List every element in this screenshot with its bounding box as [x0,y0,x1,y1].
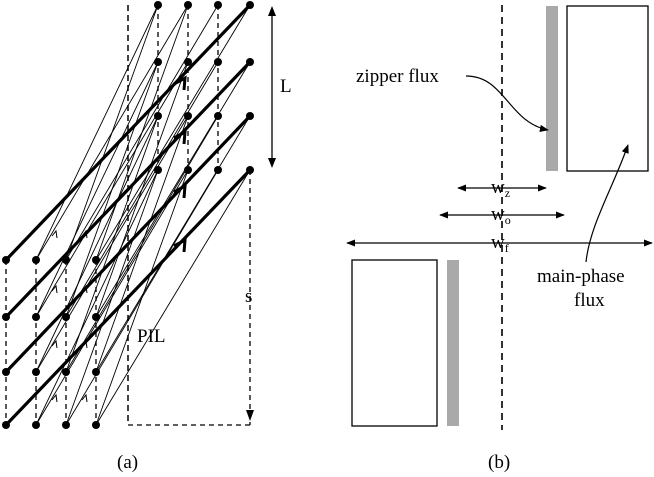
separation-arrowhead [246,410,254,421]
wf-label: wf [491,232,509,255]
zipper-flux-pointer [465,75,549,132]
panel-b: wz wo wf zipper flux main-phase flux (b) [346,5,653,473]
zipper-flux-bar-lower [447,260,459,426]
thin-field-lines [35,4,251,426]
panel-a: L s PIL (a) [2,1,292,473]
main-phase-label-1: main-phase [537,266,625,287]
footpoints [2,1,254,429]
length-label: L [280,76,292,97]
main-phase-box-upper [566,5,649,172]
length-arrow [268,6,276,168]
main-phase-box-lower [351,259,438,427]
panel-b-caption: (b) [488,452,510,473]
pil-label: PIL [137,326,166,347]
main-phase-pointer [585,144,629,263]
separation-label: s [245,286,252,307]
zipper-flux-bar-upper [546,6,558,171]
wo-label: wo [491,204,511,227]
zipper-flux-label: zipper flux [356,66,439,87]
panel-a-caption: (a) [117,452,138,473]
wz-label: wz [491,177,510,200]
thick-line-arrows [173,75,187,253]
main-phase-label-2: flux [574,290,605,311]
thick-field-lines [4,3,252,427]
upper-columns [157,5,219,170]
